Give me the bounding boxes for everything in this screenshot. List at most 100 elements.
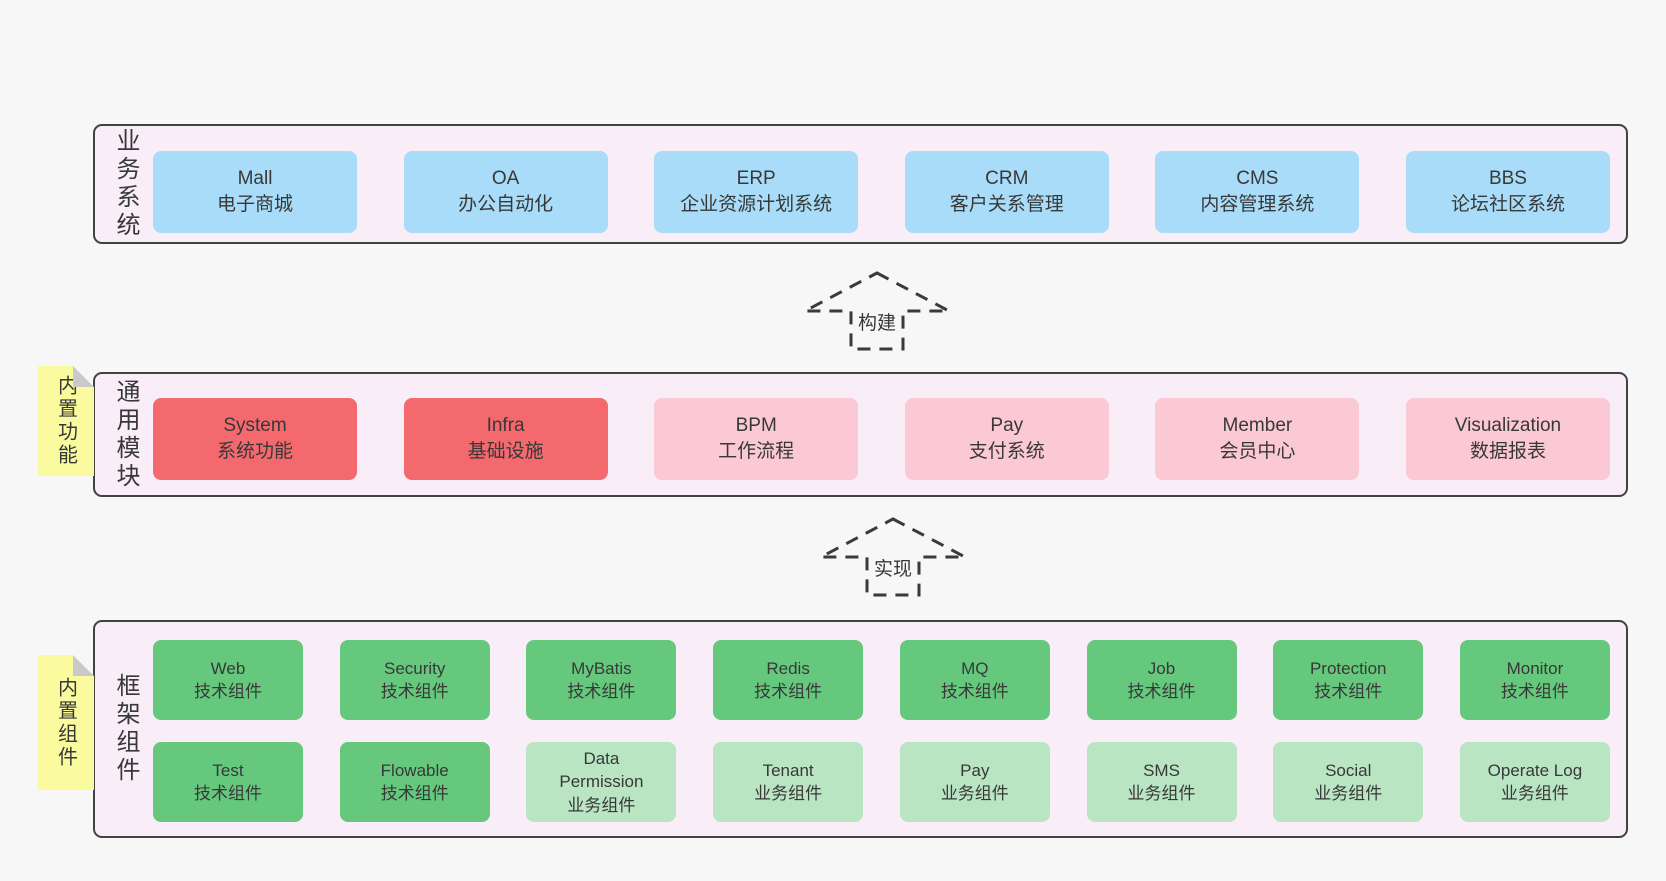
module-box-cms: CMS 内容管理系统 [1155, 151, 1360, 233]
component-desc: 技术组件 [1500, 682, 1569, 701]
module-box-erp: ERP 企业资源计划系统 [654, 151, 859, 233]
band-business-content: Mall 电子商城 OA 办公自动化 ERP 企业资源计划系统 CRM 客户关系… [153, 126, 1610, 233]
component-desc: 业务组件 [754, 784, 823, 803]
component-name: Redis [766, 658, 810, 678]
component-name: Operate Log [1487, 760, 1583, 780]
component-desc: 业务组件 [1314, 784, 1383, 803]
component-box-mybatis: MyBatis 技术组件 [526, 640, 677, 720]
band-framework-content: Web 技术组件 Security 技术组件 MyBatis 技术组件 Redi… [153, 622, 1610, 822]
sticky-note-built-in-functions: 内置功能 [38, 366, 94, 476]
module-name: OA [491, 167, 520, 189]
module-name: Visualization [1454, 414, 1562, 436]
framework-row-1: Web 技术组件 Security 技术组件 MyBatis 技术组件 Redi… [153, 640, 1610, 720]
component-box-protection: Protection 技术组件 [1273, 640, 1424, 720]
folded-corner-icon [73, 655, 94, 676]
module-desc: 企业资源计划系统 [680, 194, 833, 215]
component-desc: 技术组件 [754, 682, 823, 701]
module-desc: 支付系统 [968, 441, 1045, 462]
component-desc: 技术组件 [567, 682, 636, 701]
component-box-web: Web 技术组件 [153, 640, 303, 720]
module-name: CMS [1236, 167, 1279, 189]
framework-row-2: Test 技术组件 Flowable 技术组件 Data Permission … [153, 742, 1610, 822]
module-desc: 基础设施 [467, 441, 544, 462]
module-desc: 办公自动化 [458, 194, 554, 215]
component-box-pay: Pay 业务组件 [899, 742, 1050, 822]
module-box-oa: OA 办公自动化 [403, 151, 608, 233]
module-name: Pay [990, 414, 1024, 436]
band-business-systems: 业务系统 Mall 电子商城 OA 办公自动化 ERP 企业资源计划系统 CRM… [93, 124, 1628, 244]
band-label-framework: 框架组件 [112, 673, 139, 785]
module-box-system: System 系统功能 [153, 398, 357, 480]
component-desc: 业务组件 [1500, 784, 1569, 803]
module-box-mall: Mall 电子商城 [153, 151, 357, 233]
component-box-flowable: Flowable 技术组件 [339, 742, 490, 822]
band-modules-content: System 系统功能 Infra 基础设施 BPM 工作流程 Pay 支付系统… [153, 374, 1610, 480]
module-box-infra: Infra 基础设施 [403, 398, 608, 480]
module-name: Member [1222, 414, 1293, 436]
component-box-monitor: Monitor 技术组件 [1459, 640, 1610, 720]
business-row: Mall 电子商城 OA 办公自动化 ERP 企业资源计划系统 CRM 客户关系… [153, 151, 1610, 233]
module-name: Mall [237, 167, 273, 189]
component-desc: 技术组件 [380, 682, 449, 701]
module-box-pay: Pay 支付系统 [904, 398, 1109, 480]
module-name: ERP [736, 167, 776, 189]
component-name: Protection [1309, 658, 1387, 678]
component-name: Data Permission [559, 748, 644, 792]
band-framework-components: 框架组件 Web 技术组件 Security 技术组件 MyBatis 技术组件… [93, 620, 1628, 838]
module-name: BPM [735, 414, 777, 436]
arrow-up-implement: 实现 [818, 516, 968, 598]
component-name: Social [1325, 760, 1372, 780]
module-box-crm: CRM 客户关系管理 [904, 151, 1109, 233]
component-desc: 业务组件 [940, 784, 1009, 803]
component-name: Job [1147, 658, 1176, 678]
component-box-tenant: Tenant 业务组件 [713, 742, 864, 822]
component-name: SMS [1143, 760, 1180, 780]
component-name: Test [212, 760, 244, 780]
component-name: Web [210, 658, 246, 678]
component-box-data-permission: Data Permission 业务组件 [526, 742, 677, 822]
arrow-up-build: 构建 [802, 270, 952, 352]
sticky-note-built-in-components: 内置组件 [38, 655, 94, 790]
component-name: Tenant [762, 760, 814, 780]
sticky-text: 内置功能 [54, 375, 77, 467]
band-label-modules: 通用模块 [112, 378, 139, 491]
component-box-sms: SMS 业务组件 [1086, 742, 1237, 822]
component-name: MyBatis [571, 658, 632, 678]
component-box-mq: MQ 技术组件 [899, 640, 1050, 720]
modules-row: System 系统功能 Infra 基础设施 BPM 工作流程 Pay 支付系统… [153, 398, 1610, 480]
component-name: Security [383, 658, 446, 678]
band-common-modules: 通用模块 System 系统功能 Infra 基础设施 BPM 工作流程 Pay… [93, 372, 1628, 497]
module-desc: 论坛社区系统 [1450, 194, 1565, 215]
module-desc: 数据报表 [1469, 441, 1546, 462]
module-name: CRM [985, 167, 1029, 189]
component-name: Monitor [1506, 658, 1564, 678]
component-box-social: Social 业务组件 [1273, 742, 1424, 822]
module-desc: 客户关系管理 [949, 194, 1064, 215]
module-name: System [223, 414, 287, 436]
module-name: BBS [1488, 167, 1527, 189]
sticky-text: 内置组件 [54, 676, 77, 769]
arrow-implement-label: 实现 [868, 553, 918, 582]
module-desc: 电子商城 [216, 194, 293, 215]
arrow-build-label: 构建 [852, 307, 902, 336]
module-box-bbs: BBS 论坛社区系统 [1405, 151, 1610, 233]
folded-corner-icon [73, 366, 94, 387]
component-desc: 业务组件 [567, 795, 636, 815]
component-desc: 业务组件 [1127, 784, 1196, 803]
component-desc: 技术组件 [194, 682, 262, 701]
module-box-bpm: BPM 工作流程 [654, 398, 859, 480]
band-label-business: 业务系统 [112, 128, 139, 240]
component-box-operate-log: Operate Log 业务组件 [1459, 742, 1610, 822]
dashed-up-arrow-icon [820, 517, 966, 597]
module-desc: 会员中心 [1219, 441, 1296, 462]
component-desc: 技术组件 [940, 682, 1009, 701]
module-desc: 系统功能 [216, 441, 293, 462]
module-desc: 内容管理系统 [1200, 194, 1315, 215]
component-desc: 技术组件 [1314, 682, 1383, 701]
module-box-member: Member 会员中心 [1155, 398, 1360, 480]
module-box-visualization: Visualization 数据报表 [1405, 398, 1610, 480]
component-name: Pay [960, 760, 990, 780]
component-desc: 技术组件 [380, 784, 449, 803]
module-desc: 工作流程 [718, 441, 795, 462]
